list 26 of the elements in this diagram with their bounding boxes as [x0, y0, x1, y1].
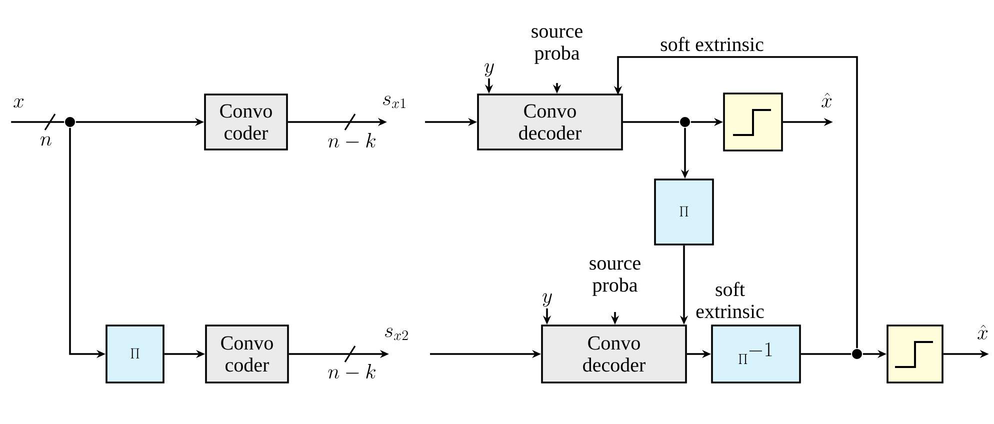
input-label: $s_{x1}$ [383, 96, 406, 108]
junction-dot [852, 349, 862, 359]
input-label: $\hat{x}$ [822, 92, 832, 108]
process-box: Convo coder [204, 94, 288, 150]
threshold-box [886, 324, 944, 384]
interleaver-box: $\prod^{-1}$ [711, 324, 801, 384]
edge-label: soft extrinsic [689, 280, 771, 320]
input-label: $y$ [542, 293, 552, 307]
input-label: $x$ [14, 98, 24, 108]
edge-label: soft extrinsic [659, 36, 765, 52]
process-box: Convo decoder [541, 324, 687, 384]
interleaver-box: $\prod$ [106, 324, 164, 384]
process-box: Convo decoder [477, 94, 623, 150]
input-label: $s_{x2}$ [385, 328, 408, 340]
junction-dot [65, 117, 75, 127]
process-box: Convo coder [205, 324, 289, 384]
signal-label: $n$ [40, 136, 52, 146]
junction-dot [680, 117, 690, 127]
signal-label: $n-k$ [328, 132, 376, 148]
input-label: source proba [590, 260, 640, 296]
input-label: $\hat{x}$ [978, 324, 988, 340]
interleaver-box: $\prod$ [654, 178, 714, 246]
input-label: source proba [532, 28, 582, 64]
input-label: $y$ [484, 63, 494, 77]
signal-label: $n-k$ [328, 364, 376, 379]
threshold-box [723, 92, 783, 152]
